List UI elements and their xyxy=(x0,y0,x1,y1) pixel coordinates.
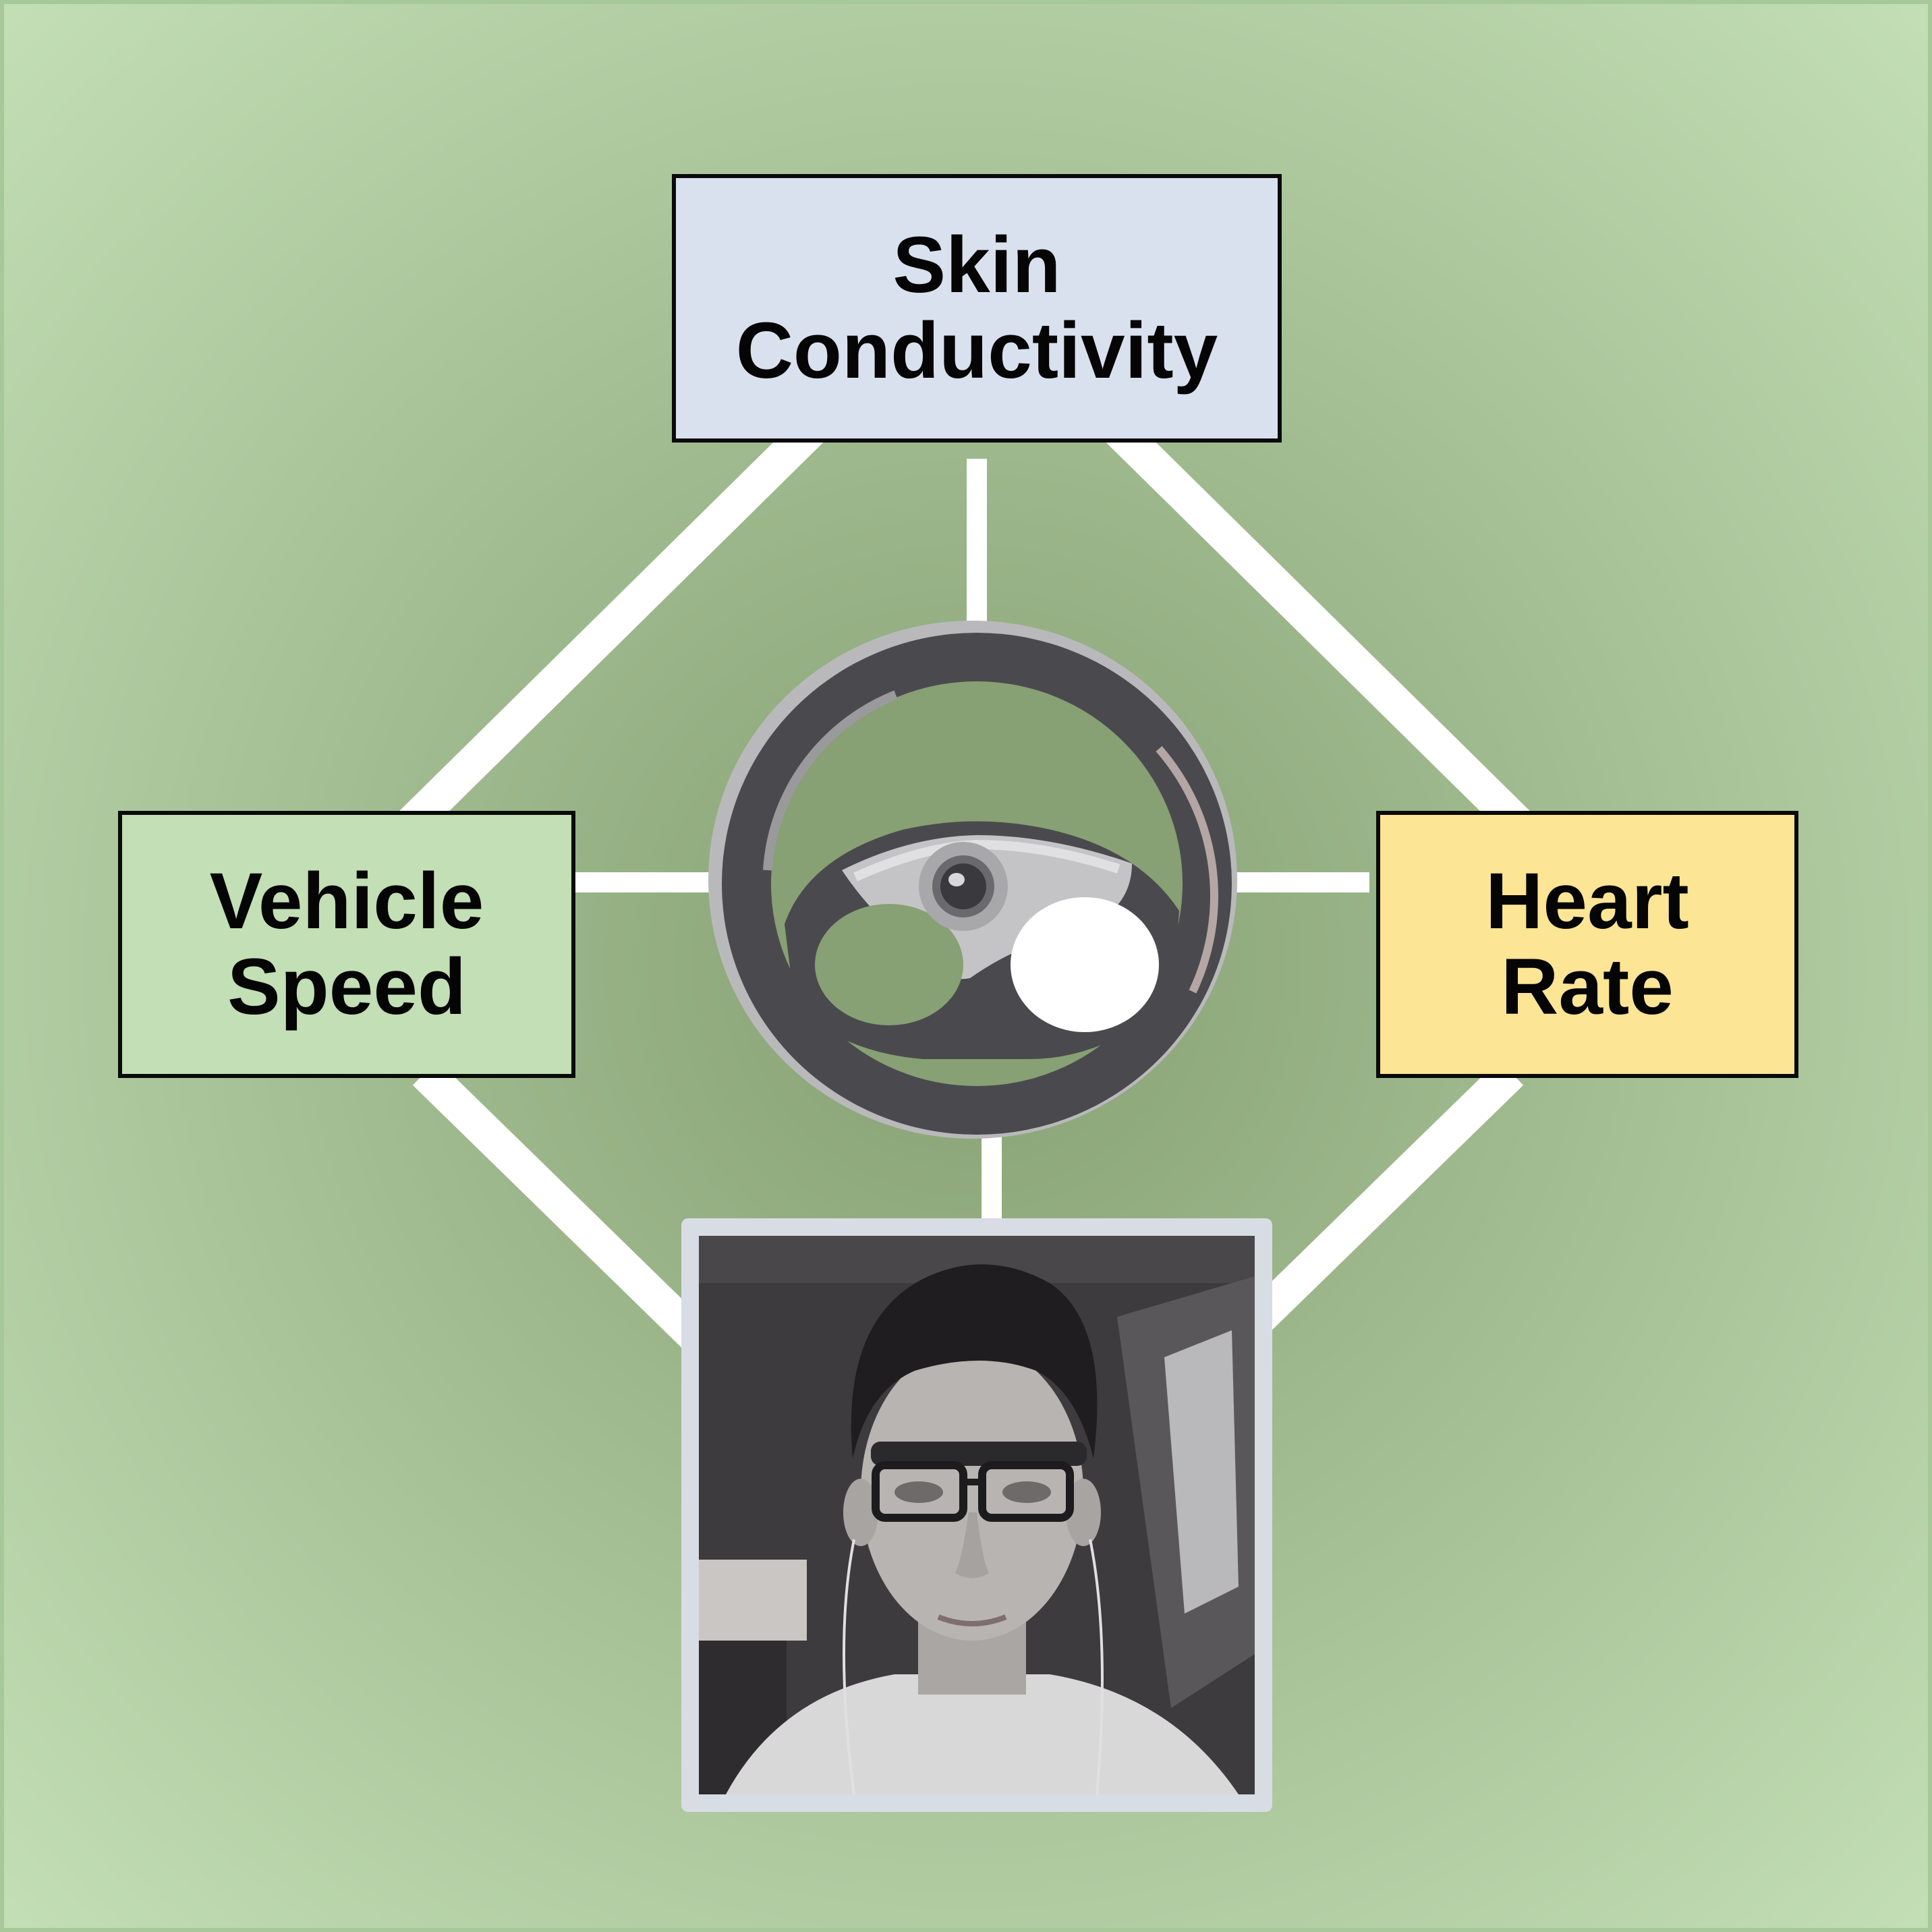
diamond-connectors xyxy=(351,392,1578,1365)
connector-bottom-right xyxy=(1232,1060,1524,1345)
heart-label-line1: Heart xyxy=(1485,856,1689,946)
connector-top-left xyxy=(351,392,849,883)
vehicle-speed-box: Vehicle Speed xyxy=(118,811,575,1078)
connector-top-right xyxy=(1080,392,1578,883)
skin-conductivity-box: Skin Conductivity xyxy=(672,174,1282,443)
driver-photo xyxy=(681,1218,1272,1812)
speed-label-line2: Speed xyxy=(227,942,467,1031)
speed-label-line1: Vehicle xyxy=(209,856,484,946)
connector-bottom-left xyxy=(412,1060,724,1365)
heart-rate-box: Heart Rate xyxy=(1376,811,1798,1078)
skin-label-line1: Skin xyxy=(892,220,1061,310)
heart-label-line2: Rate xyxy=(1501,942,1674,1031)
steering-wheel-icon xyxy=(708,621,1237,1139)
skin-label-line2: Conductivity xyxy=(735,306,1218,395)
